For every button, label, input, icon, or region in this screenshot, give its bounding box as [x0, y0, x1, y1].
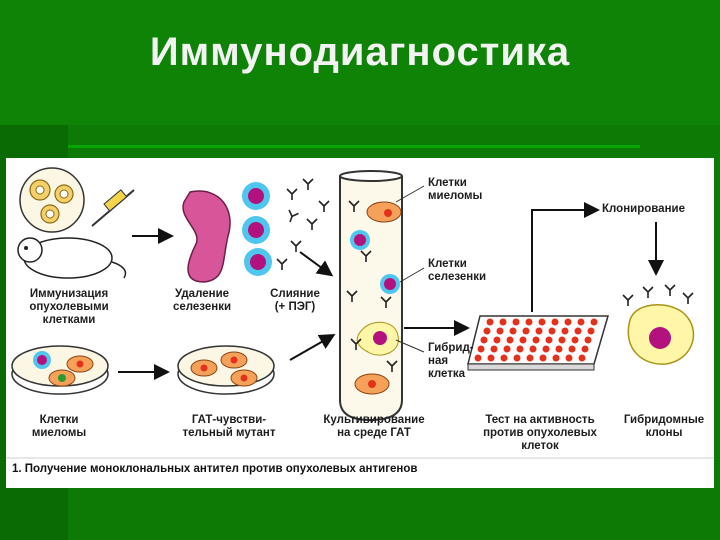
arrow-2 — [299, 251, 334, 277]
label-myeloma-cells: Клетки миеломы — [31, 414, 87, 439]
label-cultivation: Культивирование на среде ГАТ — [323, 414, 425, 439]
pointer-hybrid — [395, 339, 425, 353]
tumor-cells-icon — [19, 167, 85, 233]
figure-caption: 1. Получение моноклональных антител прот… — [12, 463, 418, 475]
myeloma-dish — [11, 345, 109, 395]
pointer-myeloma — [395, 185, 425, 203]
arrow-bottom-2 — [289, 334, 336, 361]
hybridoma-clone — [622, 284, 695, 365]
pointer-spleen — [399, 267, 425, 283]
syringe-icon — [91, 189, 135, 227]
label-activity-test: Тест на активность против опухолевых кле… — [483, 414, 597, 452]
test-tube — [339, 170, 403, 422]
label-cloning: Клонирование — [602, 203, 685, 215]
arrow-to-cloning — [531, 202, 600, 312]
label-hybrid-cell: Гибрид- ная клетка — [428, 342, 474, 380]
antibodies-fusion — [276, 178, 330, 271]
spleen-cells-halo — [242, 182, 272, 276]
mouse-icon — [17, 237, 127, 279]
hat-mutant-dish — [177, 345, 275, 395]
label-immunization: Иммунизация опухолевыми клетками — [29, 288, 109, 326]
label-hybridoma-clones: Гибридомные клоны — [623, 414, 705, 439]
label-spleen-removal: Удаление селезенки — [172, 288, 232, 313]
label-spleen-cells: Клетки селезенки — [428, 258, 487, 283]
label-fusion: Слияние (+ ПЭГ) — [270, 288, 320, 313]
title-underline — [68, 145, 640, 148]
label-hat-mutant: ГАТ-чувстви- тельный мутант — [182, 414, 276, 439]
spleen-icon — [182, 190, 231, 283]
microplate — [467, 315, 609, 371]
label-myeloma-cells-tube: Клетки миеломы — [428, 177, 483, 202]
slide-title: Иммунодиагностика — [149, 30, 571, 74]
